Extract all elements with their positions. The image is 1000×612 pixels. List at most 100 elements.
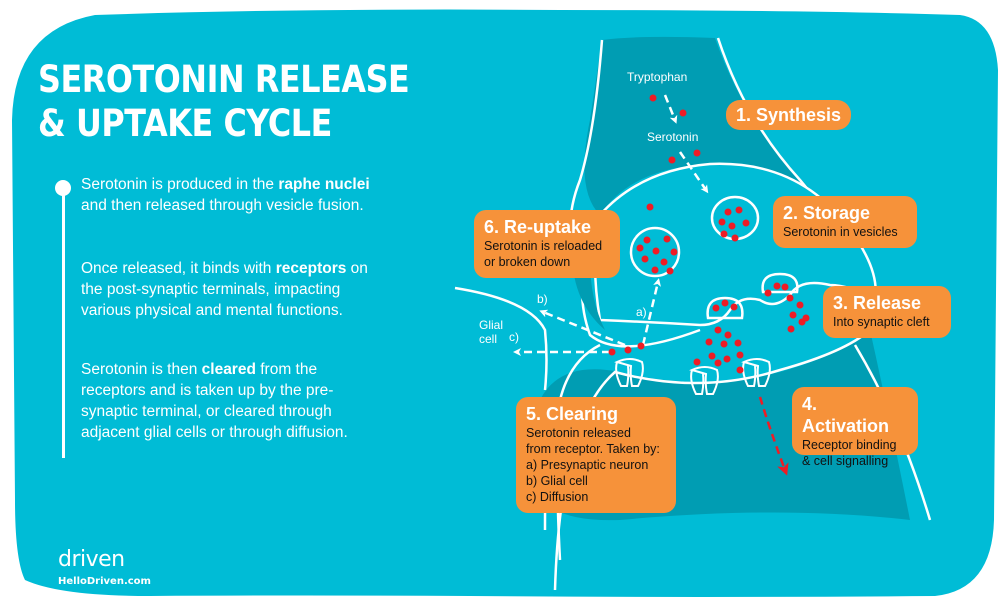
step-5-desc-line-2: from receptor. Taken by:: [526, 442, 660, 456]
step-5-desc-line-4: b) Glial cell: [526, 474, 588, 488]
paragraph-text: Serotonin is then: [81, 361, 202, 378]
label-tryptophan: Tryptophan: [627, 70, 688, 84]
serotonin-dot: [796, 301, 804, 309]
step-5-title: 5. Clearing: [526, 404, 619, 424]
label-path-a: a): [636, 305, 647, 319]
serotonin-dot: [730, 303, 738, 311]
serotonin-dot: [624, 346, 632, 354]
step-3-desc: Into synaptic cleft: [833, 315, 930, 329]
serotonin-dot: [718, 218, 726, 226]
serotonin-dot: [734, 339, 742, 347]
timeline-line: [62, 186, 65, 458]
arrow-synthesis: [663, 94, 678, 124]
receptor-1: [614, 358, 644, 387]
serotonin-dot: [646, 203, 654, 211]
serotonin-dot: [714, 359, 722, 367]
serotonin-dot: [724, 331, 732, 339]
highlighted-term: raphe nuclei: [278, 176, 370, 193]
step-4-desc-line-2: & cell signalling: [802, 454, 889, 468]
label-glial-cell: Glial cell: [479, 318, 503, 346]
serotonin-dot: [736, 366, 744, 374]
serotonin-dot: [651, 266, 659, 274]
serotonin-dot: [736, 351, 744, 359]
serotonin-dot: [764, 289, 772, 297]
serotonin-dot: [643, 236, 651, 244]
vesicle-reuptake: [629, 226, 681, 278]
serotonin-dot: [637, 342, 645, 350]
serotonin-dot: [712, 304, 720, 312]
serotonin-dot: [721, 299, 729, 307]
serotonin-dot: [787, 325, 795, 333]
serotonin-dot: [693, 149, 701, 157]
serotonin-molecules: [608, 94, 810, 374]
vesicle-fusing-1: [706, 296, 744, 320]
step-1-synthesis: 1. Synthesis: [726, 100, 852, 130]
serotonin-dot: [731, 234, 739, 242]
step-2-desc: Serotonin in vesicles: [783, 225, 898, 239]
serotonin-dot: [723, 355, 731, 363]
step-2-storage: 2. Storage Serotonin in vesicles: [773, 196, 917, 248]
serotonin-dot: [720, 230, 728, 238]
serotonin-dot: [666, 267, 674, 275]
label-glial-line2: cell: [479, 332, 498, 346]
step-6-reuptake: 6. Re-uptake Serotonin is reloaded or br…: [474, 210, 620, 278]
serotonin-dot: [742, 219, 750, 227]
serotonin-dot: [786, 294, 794, 302]
paragraph-text: Once released, it binds with: [81, 260, 276, 277]
arrow-a-reuptake: [641, 278, 661, 346]
label-glial-line1: Glial: [479, 318, 504, 332]
serotonin-dot: [679, 109, 687, 117]
serotonin-dot: [636, 244, 644, 252]
step-3-title: 3. Release: [833, 293, 922, 313]
step-4-title: 4. Activation: [802, 394, 890, 436]
title-line-1: SEROTONIN RELEASE: [38, 58, 410, 101]
highlighted-term: cleared: [201, 361, 256, 378]
serotonin-dot: [789, 311, 797, 319]
step-6-title: 6. Re-uptake: [484, 217, 592, 237]
arrow-activation-signal: [758, 396, 789, 476]
step-6-desc-line-2: or broken down: [484, 255, 571, 269]
brand-url[interactable]: HelloDriven.com: [58, 576, 151, 587]
highlighted-term: receptors: [275, 260, 347, 277]
driven-logo: driven: [58, 547, 125, 572]
step-5-desc-line-3: a) Presynaptic neuron: [526, 458, 649, 472]
serotonin-dot: [708, 352, 716, 360]
serotonin-dot: [705, 338, 713, 346]
serotonin-dot: [670, 248, 678, 256]
serotonin-dot: [714, 326, 722, 334]
serotonin-dot: [663, 235, 671, 243]
page-title: SEROTONIN RELEASE & UPTAKE CYCLE: [38, 58, 410, 146]
step-4-activation: 4. Activation Receptor binding & cell si…: [792, 387, 918, 468]
receptor-2: [689, 366, 719, 395]
serotonin-dot: [608, 348, 616, 356]
serotonin-dot: [660, 258, 668, 266]
serotonin-dot: [652, 247, 660, 255]
timeline-dot: [55, 180, 71, 196]
step-5-desc-line-1: Serotonin released: [526, 426, 631, 440]
description-paragraph-2: Once released, it binds with receptors o…: [81, 258, 381, 321]
vesicle-fusing-2: [761, 272, 799, 294]
step-5-desc-line-5: c) Diffusion: [526, 490, 589, 504]
description-paragraph-1: Serotonin is produced in the raphe nucle…: [81, 174, 381, 216]
paragraph-text: on the post-synaptic terminals, impactin…: [81, 260, 368, 319]
label-path-b: b): [537, 292, 548, 306]
step-4-desc-line-1: Receptor binding: [802, 438, 897, 452]
step-6-desc-line-1: Serotonin is reloaded: [484, 239, 603, 253]
serotonin-dot: [735, 206, 743, 214]
paragraph-text: from the receptors and is taken up by th…: [81, 361, 348, 441]
label-serotonin: Serotonin: [647, 130, 699, 144]
paragraph-text: Serotonin is produced in the: [81, 176, 279, 193]
step-1-title: 1. Synthesis: [736, 105, 842, 125]
description-paragraph-3: Serotonin is then cleared from the recep…: [81, 359, 381, 443]
serotonin-dot: [728, 222, 736, 230]
serotonin-dot: [641, 255, 649, 263]
step-5-clearing: 5. Clearing Serotonin released from rece…: [516, 397, 676, 513]
serotonin-dot: [649, 94, 657, 102]
paragraph-text: and then released through vesicle fusion…: [81, 197, 364, 214]
serotonin-dot: [781, 283, 789, 291]
serotonin-dot: [724, 208, 732, 216]
serotonin-dot: [720, 340, 728, 348]
serotonin-dot: [693, 358, 701, 366]
label-path-c: c): [509, 330, 519, 344]
arrow-b-glial: [539, 309, 626, 347]
